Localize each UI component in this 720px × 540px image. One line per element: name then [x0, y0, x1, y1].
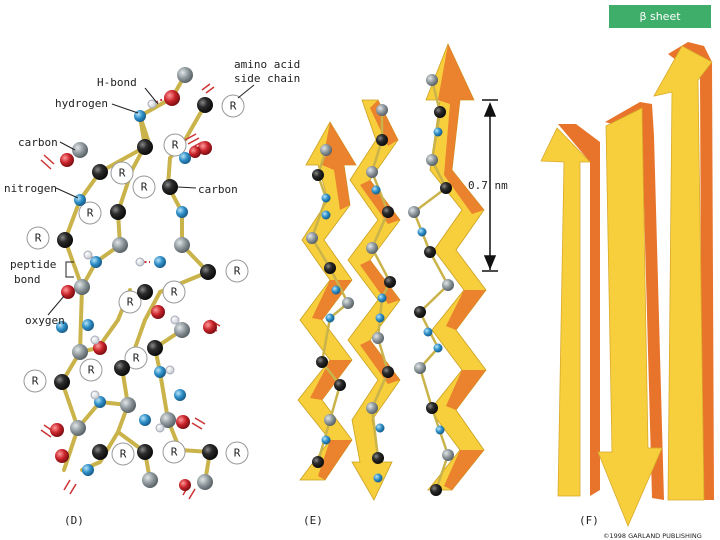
svg-text:R: R: [127, 296, 134, 309]
svg-text:R: R: [32, 375, 39, 388]
r-group: R: [112, 443, 134, 465]
schematic-arrow-3: [654, 42, 714, 500]
ribbon-strand-2: [348, 100, 400, 500]
label-oxygen: oxygen: [25, 314, 65, 327]
label-side-chain: side chain: [234, 72, 300, 85]
label-nitrogen: nitrogen: [4, 182, 57, 195]
r-group: R: [80, 359, 102, 381]
schematic-arrow-2: [598, 102, 664, 526]
svg-text:R: R: [119, 167, 126, 180]
svg-text:R: R: [120, 448, 127, 461]
panel-label-f: (F): [579, 514, 599, 527]
label-carbon-right: carbon: [198, 183, 238, 196]
svg-text:R: R: [141, 181, 148, 194]
label-0-7-nm: 0.7 nm: [468, 179, 508, 192]
svg-text:R: R: [87, 207, 94, 220]
schematic-arrows: [541, 42, 714, 526]
r-group: R: [27, 227, 49, 249]
r-group: R: [111, 162, 133, 184]
atomic-model: R R R R R R R R R R R R R R R: [4, 58, 300, 499]
r-group: R: [163, 281, 185, 303]
svg-text:R: R: [171, 446, 178, 459]
copyright-notice: ©1998 GARLAND PUBLISHING: [603, 532, 702, 540]
label-carbon-left: carbon: [18, 136, 58, 149]
svg-text:R: R: [171, 286, 178, 299]
r-group: R: [226, 442, 248, 464]
r-group: R: [24, 370, 46, 392]
svg-text:R: R: [234, 265, 241, 278]
r-group: R: [222, 95, 244, 117]
r-group: R: [133, 176, 155, 198]
r-group: R: [163, 441, 185, 463]
r-group: R: [226, 260, 248, 282]
label-hydrogen: hydrogen: [55, 97, 108, 110]
label-peptide: peptide: [10, 258, 56, 271]
svg-text:R: R: [230, 100, 237, 113]
schematic-arrow-1: [541, 124, 600, 496]
svg-text:R: R: [35, 232, 42, 245]
svg-text:R: R: [133, 352, 140, 365]
panel-label-d: (D): [64, 514, 84, 527]
svg-text:R: R: [88, 364, 95, 377]
ribbon-model: 0.7 nm: [298, 44, 508, 500]
panel-label-e: (E): [303, 514, 323, 527]
label-h-bond: H-bond: [97, 76, 137, 89]
label-bond: bond: [14, 273, 41, 286]
label-amino-acid: amino acid: [234, 58, 300, 71]
svg-text:R: R: [234, 447, 241, 460]
svg-text:R: R: [172, 139, 179, 152]
